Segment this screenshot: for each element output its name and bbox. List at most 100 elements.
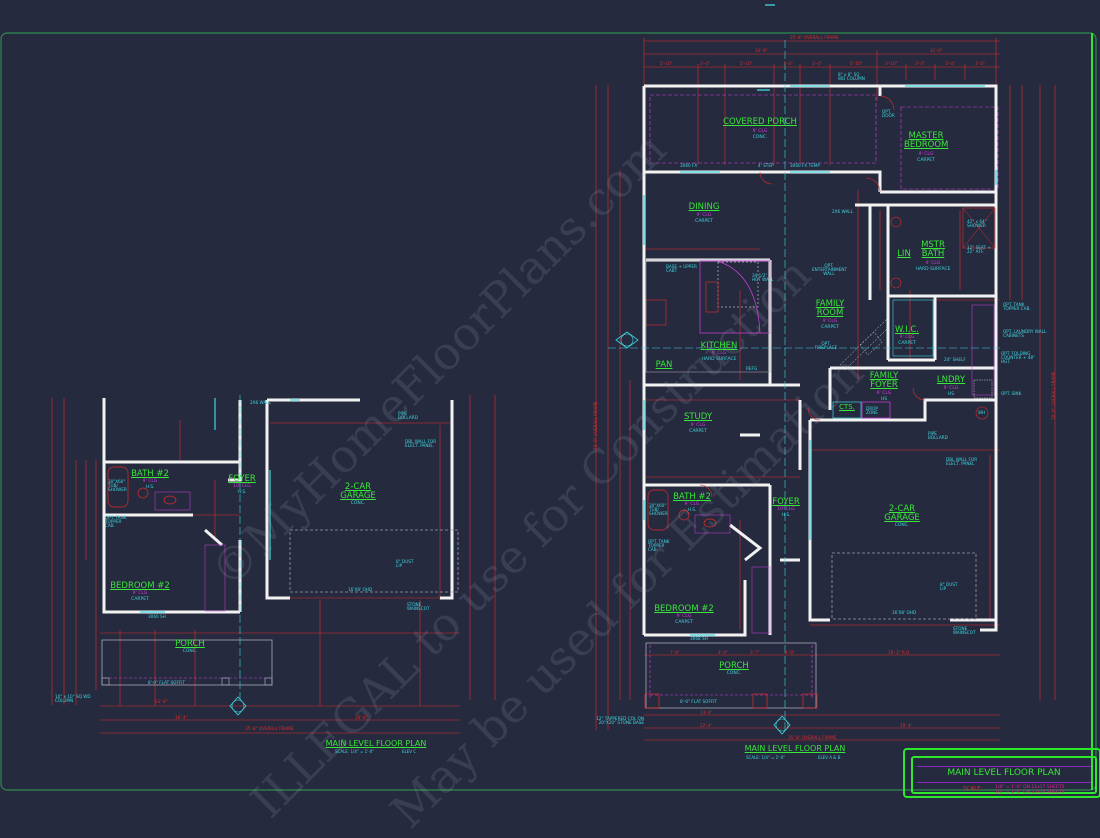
- right-room-garage-floor: CONC.: [894, 523, 910, 528]
- right-plan-elev: ELEV A & B: [818, 755, 841, 760]
- right-note-tapered-col: 12" TAPPERED COL ON 20"X20" STONE BASE: [596, 716, 644, 726]
- right-room-wic-floor: CARPET: [898, 341, 916, 346]
- right-room-kitchen: KITCHEN: [700, 341, 738, 351]
- right-room-family-foyer-ceiling: 9' CLG: [876, 391, 892, 396]
- right-top-dim-4: 3'-4": [700, 61, 710, 66]
- left-plan: [51, 395, 496, 734]
- right-note-opt-door: OPT. DOOR: [882, 109, 895, 119]
- left-room-bedroom2-floor: CARPET: [131, 597, 149, 602]
- title-block: MAIN LEVEL FLOOR PLAN SCALE: 1/8" = 1'-0…: [903, 748, 1100, 798]
- section-marker-left: [229, 696, 247, 716]
- right-room-dining-floor: CARPET: [695, 219, 713, 224]
- right-room-bath2: BATH #2: [673, 492, 711, 502]
- right-room-foyer-floor: H.S.: [781, 513, 791, 518]
- title-block-scale-line1: 1/8" = 1'-0" ON 11x17 SHEETS: [995, 785, 1065, 790]
- right-note-drop-zone: DROP ZONE: [866, 406, 878, 416]
- right-room-dining: DINING: [688, 202, 720, 212]
- right-note-3068sh: 3068 SH: [690, 636, 708, 641]
- right-room-bath2-ceiling: 9' CLG: [684, 502, 700, 507]
- right-room-foyer: FOYER: [772, 497, 800, 507]
- right-note-wh: WH: [978, 410, 986, 415]
- right-top-dim-9: 3'-10": [885, 61, 898, 66]
- right-room-porch: PORCH: [719, 661, 749, 671]
- left-room-foyer-ceiling: 10' CLG: [233, 484, 251, 489]
- right-room-lndry: LNDRY: [936, 375, 966, 385]
- right-room-wic: W.I.C.: [895, 325, 919, 335]
- right-plan-title: MAIN LEVEL FLOOR PLAN: [744, 744, 846, 753]
- right-plan-scale: SCALE: 1/4" = 1'-0": [746, 755, 786, 760]
- right-top-dim-5: 5'-10": [740, 61, 753, 66]
- left-room-bath2-ceiling: 9' CLG: [142, 479, 158, 484]
- right-note-tank-topper-2: OPT. TANK TOPPER CAB.: [648, 539, 670, 553]
- right-top-dim-3: 5'-10": [660, 61, 673, 66]
- right-room-family-room-floor: CARPET: [821, 325, 839, 330]
- right-note-3060fx-temp: 3060 FX TEMP: [790, 163, 820, 168]
- right-room-bedroom2: BEDROOM #2: [654, 604, 714, 614]
- right-room-family-room-ceiling: 9' CLG: [822, 319, 838, 324]
- right-note-stone-wainscot: STONE WAINSCOT: [953, 626, 976, 636]
- left-room-garage-floor: CONC.: [350, 501, 366, 506]
- title-block-scale-line2: 1/4" = 1'-0" ON 22x34 SHEETS: [995, 790, 1065, 795]
- right-bottom-dim-3: 3'-7": [750, 650, 760, 655]
- right-room-family-foyer-floor: HS: [880, 397, 888, 402]
- right-note-3060fx-a: 3060 FX: [680, 163, 698, 168]
- right-room-covered-porch-floor: CONC.: [752, 135, 768, 140]
- right-room-bedroom2-ceiling: 9' CLG: [676, 614, 692, 619]
- right-note-tub-shower: 30"X60" TUB/ SHOWER: [649, 503, 668, 517]
- right-overall-frame-top: 35'-8" OVERALL FRAME: [790, 35, 839, 40]
- right-note-step: 4' STEP: [758, 163, 774, 168]
- right-bottom-dim-9: 19'-4": [900, 723, 913, 728]
- right-note-pipe-bollard: PIPE BOLLARD: [928, 431, 948, 441]
- right-note-flat-soffit: 8'-0" FLAT SOFFIT: [680, 699, 718, 704]
- right-room-lin: LIN: [897, 249, 911, 259]
- right-bottom-dim-ro: 16'-3" R.O.: [888, 650, 911, 655]
- right-bottom-dim-8: 22'-4": [700, 723, 713, 728]
- right-room-cts: CTS.: [839, 403, 855, 411]
- left-dim-2: 13'-4": [155, 699, 168, 704]
- right-room-bath2-floor: H.S.: [687, 508, 697, 513]
- title-block-scale-value: 1/8" = 1'-0" ON 11x17 SHEETS 1/4" = 1'-0…: [995, 785, 1064, 795]
- right-note-fireplace: OPT. FIREPLACE: [814, 341, 838, 351]
- right-overall-frame-bottom: 35'-8" OVERALL FRAME: [788, 735, 837, 740]
- right-note-wd-column: 8" x 8" SQ WD COLUMN: [838, 72, 865, 82]
- right-overall-frame-right: 70'-0" OVERALL FRAME: [1051, 371, 1056, 420]
- right-note-ohd: 16'X8' OHD: [892, 610, 917, 615]
- left-plan-scale: SCALE: 1/4" = 1'-0": [335, 749, 375, 754]
- right-bottom-dim-4: 4'-9": [785, 650, 795, 655]
- right-room-family-foyer: FAMILY FOYER: [869, 371, 899, 390]
- left-dim-3: 19'-4": [355, 715, 368, 720]
- right-room-dining-ceiling: 9' CLG: [696, 213, 712, 218]
- title-block-title: MAIN LEVEL FLOOR PLAN: [947, 768, 1061, 778]
- sheet-border: [0, 32, 1097, 791]
- right-note-dbl-wall: DBL WALL FOR ELECT. PANEL: [946, 457, 978, 467]
- right-note-shelf: 24" SHELF: [944, 357, 966, 362]
- left-room-foyer: FOYER: [228, 474, 256, 484]
- section-marker-right-bottom: [773, 715, 791, 735]
- right-room-master-bedroom-floor: CARPET: [917, 158, 935, 163]
- right-room-study: STUDY: [683, 412, 713, 422]
- right-note-tank-topper: OPT. TANK TOPPER CAB.: [1003, 302, 1031, 312]
- title-block-scale-label: SCALE:: [963, 786, 983, 792]
- right-room-lndry-floor: HS: [947, 392, 955, 397]
- right-note-entertainment: OPT. ENTERTAINMENT WALL: [812, 263, 848, 277]
- left-overall-frame: 35'-8" OVERALL FRAME: [245, 726, 294, 731]
- left-note-2x6-wall: 2X6 WALL: [250, 400, 271, 405]
- left-note-stone-wainscot: STONE WAINSCOT: [407, 602, 430, 612]
- right-room-garage: 2-CAR GARAGE: [884, 504, 920, 523]
- right-room-porch-floor: CONC.: [726, 671, 742, 676]
- right-top-dim-11: 3'-4": [945, 61, 955, 66]
- left-room-bath2-floor: H.S.: [145, 485, 155, 490]
- right-note-refg: REFG: [746, 366, 758, 371]
- left-room-garage: 2-CAR GARAGE: [340, 482, 376, 501]
- right-room-bedroom2-floor: CARPET: [675, 620, 693, 625]
- left-note-tank-topper: OPT. TANK TOPPER CAB.: [105, 515, 127, 529]
- right-room-kitchen-floor: HARD SURFACE: [701, 357, 737, 362]
- right-note-hgt-wall: 34 1/2" HGT WALL: [752, 273, 774, 283]
- right-room-study-floor: CARPET: [689, 429, 707, 434]
- right-room-study-ceiling: 9' CLG: [690, 423, 706, 428]
- left-room-porch: PORCH: [175, 639, 205, 649]
- right-top-dim-8: 5'-10": [850, 61, 863, 66]
- right-room-master-bedroom: MASTER BEDROOM: [904, 131, 949, 150]
- left-note-flat-soffit: 8'-0" FLAT SOFFIT: [148, 680, 186, 685]
